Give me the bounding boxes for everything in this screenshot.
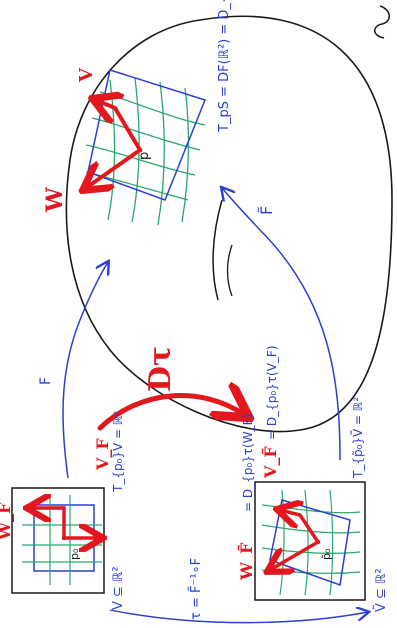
- right-vector-v-equation: = D_{p₀}τ(V_F): [265, 345, 279, 440]
- left-vector-w-label: W_F: [0, 502, 14, 541]
- D-tau-label: Dτ: [143, 346, 178, 392]
- right-vector-w-equation: = D_{p₀}τ(W_F): [241, 414, 255, 512]
- domain-right: [254, 481, 366, 601]
- right-set-label: Ṽ ⊆ ℝ²: [373, 568, 389, 612]
- surface-hole-inner: [226, 244, 233, 297]
- bottom-connect-arrow: [109, 610, 368, 624]
- surface-point-label: p: [137, 152, 152, 160]
- left-set-label: V ⊆ ℝ²: [111, 566, 126, 610]
- surface-hole: [212, 199, 223, 301]
- right-tangent-label: T_{p̃₀}Ṽ = ℝ²: [350, 397, 365, 479]
- map-F-tilde-label: F̃: [257, 206, 276, 215]
- left-tangent-label: T_{p₀}V = ℝ²: [111, 411, 125, 493]
- right-vector-w-label: W_F̃: [237, 542, 256, 581]
- map-F-tilde-arrow: [222, 188, 341, 461]
- left-vector-v-label: V_F: [93, 438, 112, 471]
- surface-name-glyph: [374, 5, 390, 39]
- D-tau-arrow: [97, 396, 245, 431]
- right-point-label: p̃₀: [320, 548, 333, 560]
- domain-left: [11, 487, 104, 594]
- surface-vector-v-label: V: [76, 67, 97, 83]
- left-point-label: p₀: [68, 548, 81, 560]
- tau-definition: τ = F̃⁻¹∘F: [189, 558, 204, 620]
- map-F-arrow: [62, 262, 108, 479]
- right-vector-v-label: V_F̃: [261, 446, 280, 479]
- tangent-space-label: T_pS = DF(ℝ²) = D_{p₀}F̃(ℝ²): [217, 0, 232, 133]
- tangent-patch-surface: p: [86, 69, 206, 226]
- map-F-label: F: [38, 377, 54, 385]
- surface-vector-w-label: W: [42, 187, 68, 213]
- surface-outline: [65, 15, 393, 433]
